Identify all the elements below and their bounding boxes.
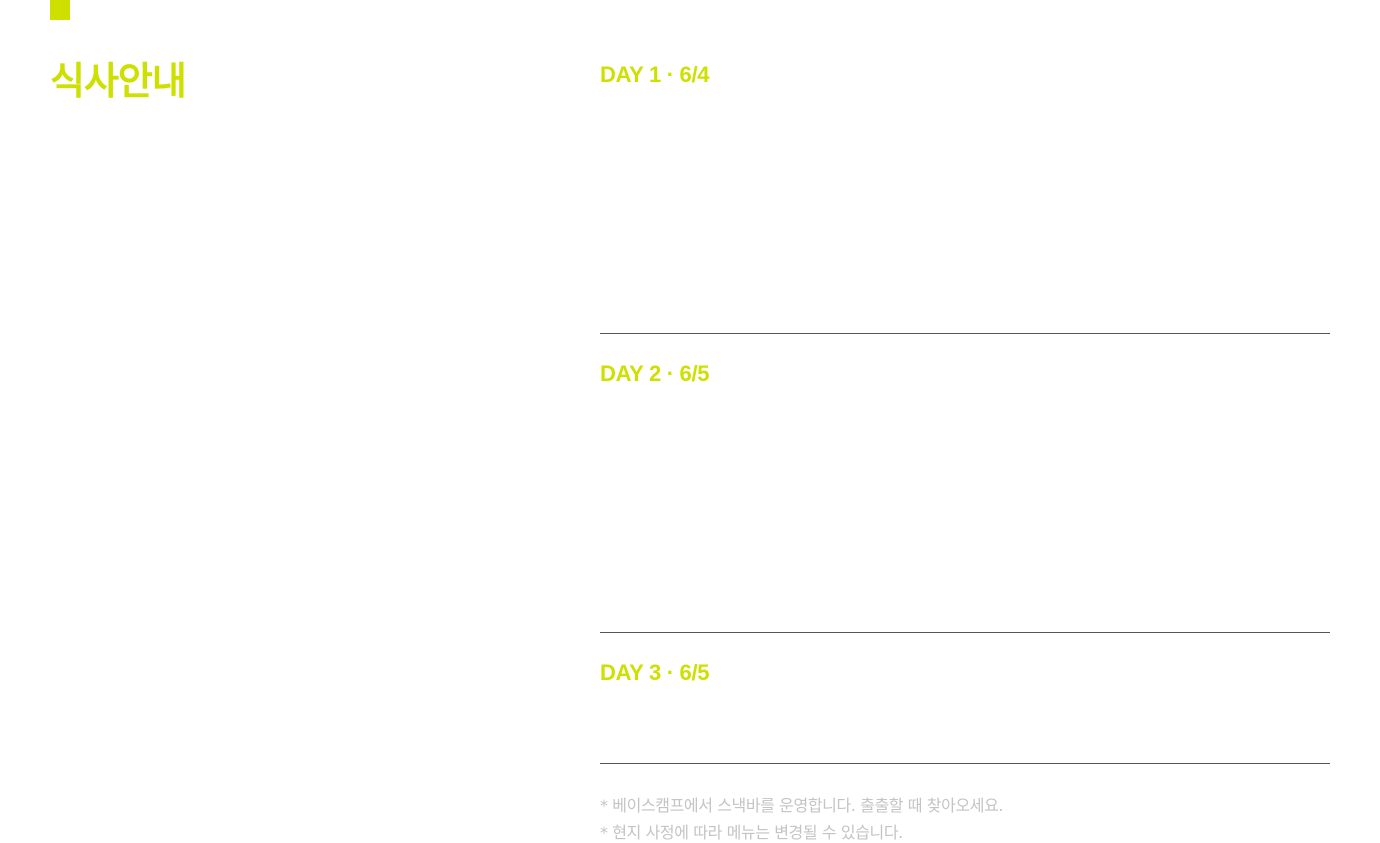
- day-heading: DAY 2 · 6/5: [600, 361, 710, 386]
- day-section-2: DAY 2 · 6/5: [600, 361, 1330, 387]
- divider: [600, 632, 1330, 633]
- day-heading: DAY 1 · 6/4: [600, 62, 710, 87]
- accent-block: [50, 0, 70, 20]
- day-section-1: DAY 1 · 6/4: [600, 62, 1330, 88]
- note-menu-change: * 현지 사정에 따라 메뉴는 변경될 수 있습니다.: [600, 823, 903, 842]
- note-snackbar: * 베이스캠프에서 스낵바를 운영합니다. 출출할 때 찾아오세요.: [600, 796, 1004, 815]
- day-heading: DAY 3 · 6/5: [600, 660, 710, 685]
- divider: [600, 333, 1330, 334]
- page-title: 식사안내: [50, 59, 187, 103]
- day-section-3: DAY 3 · 6/5: [600, 660, 1330, 686]
- divider: [600, 763, 1330, 764]
